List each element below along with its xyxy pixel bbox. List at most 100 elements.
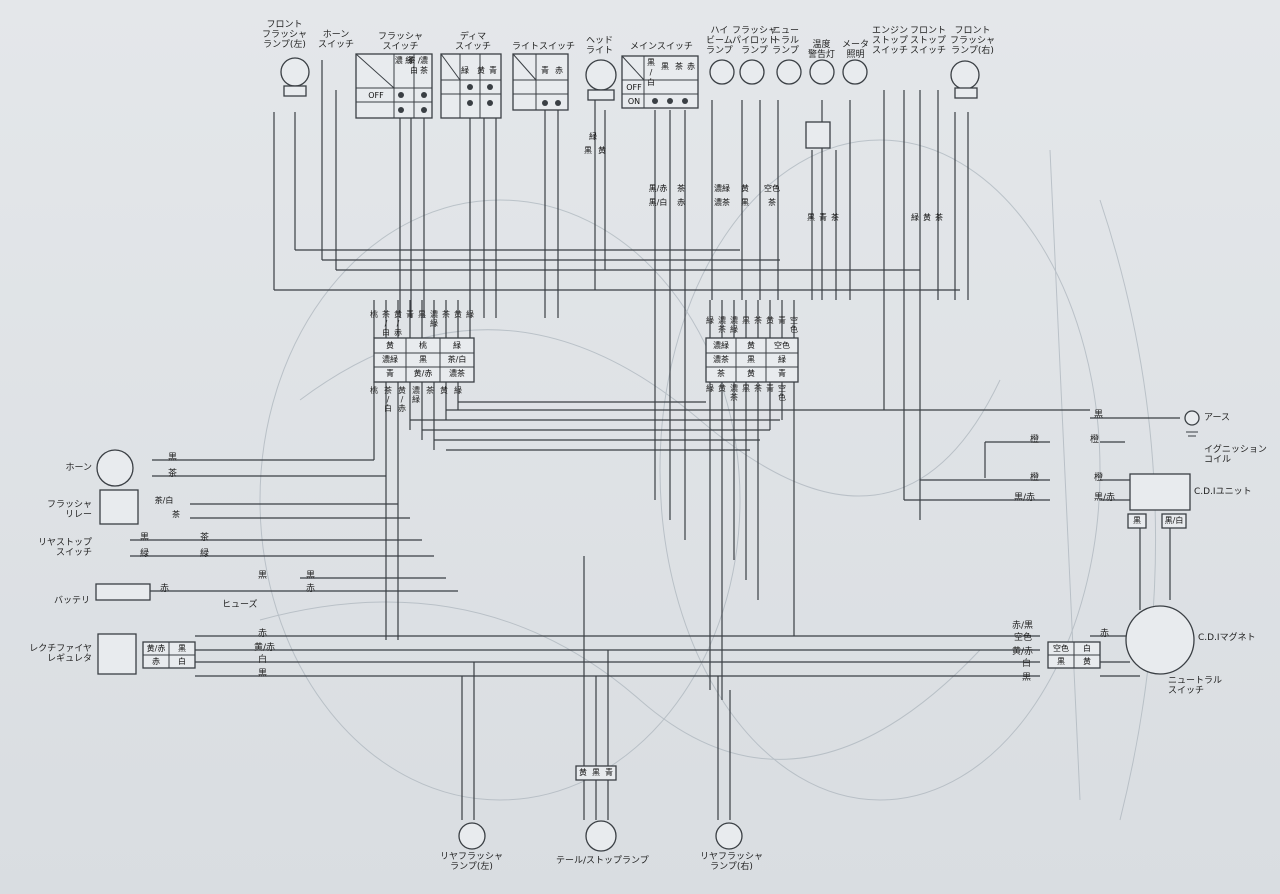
dimmer-c2: 黄 xyxy=(477,66,485,75)
wire-r-1: 赤 xyxy=(258,629,268,639)
label-front-flasher-right: フロント フラッシャ ランプ(右) xyxy=(950,26,996,56)
head-a: 緑 xyxy=(589,132,597,141)
label-cdi-unit: C.D.Iユニット xyxy=(1194,487,1252,497)
label-front-stop: フロント ストップ スイッチ xyxy=(910,26,947,56)
cr-top-wire-7: 空 色 xyxy=(790,316,798,334)
relay-cell-1: 茶/白 xyxy=(154,496,174,505)
flasher-switch-c1: 濃 緑 xyxy=(394,56,414,65)
light-c1: 青 xyxy=(541,66,549,75)
label-neutral-lamp: ニュー トラル ランプ xyxy=(772,26,800,56)
mid1-c: 黒/白 xyxy=(648,198,668,207)
wire-cdi-3: 黒/赤 xyxy=(1014,493,1036,503)
wire-mag-2: 赤 xyxy=(1100,629,1110,639)
cl-top-wire-6: 茶 xyxy=(442,310,450,319)
cl-cell-r0c0: 黄 xyxy=(386,341,394,350)
wire-earth: 黒 xyxy=(1094,410,1104,420)
label-meter-light: メータ 照明 xyxy=(842,40,870,60)
cr-cell-r0c1: 黄 xyxy=(747,341,755,350)
cr-top-wire-2: 濃 緑 xyxy=(730,316,738,334)
cl-top-wire-8: 緑 xyxy=(466,310,474,319)
wire-mag-6: 黒 xyxy=(1022,673,1032,683)
wire-bat-1: 赤 xyxy=(160,584,170,594)
cr-cell-r0c2: 空色 xyxy=(774,341,790,350)
cl-cell-r2c2: 濃茶 xyxy=(449,369,465,378)
label-rear-stop-switch: リヤストップ スイッチ xyxy=(37,538,92,558)
cr-cell-r0c0: 濃緑 xyxy=(713,341,729,350)
head-b: 黒 xyxy=(584,146,592,155)
wire-bat-2: 黒 xyxy=(258,571,268,581)
cl-top-wire-5: 濃 緑 xyxy=(430,310,438,328)
mid3-b: 青 xyxy=(819,213,827,222)
label-fuse: ヒューズ xyxy=(222,600,258,610)
wire-ig-2: 橙 xyxy=(1090,435,1100,445)
light-c2: 赤 xyxy=(555,66,563,75)
label-flasher-relay: フラッシャ リレー xyxy=(46,500,92,520)
wire-mag-5: 白 xyxy=(1022,659,1032,669)
wire-bat-4: 赤 xyxy=(306,584,316,594)
label-main-switch: メインスイッチ xyxy=(630,42,693,52)
battery-box xyxy=(95,583,151,601)
cdi-out-2: 黒/白 xyxy=(1164,516,1184,525)
horn-shape xyxy=(96,449,134,487)
cl-bot-wire-0: 桃 xyxy=(370,386,378,395)
head-c: 黄 xyxy=(598,146,606,155)
connector-right xyxy=(705,337,799,383)
cl-top-wire-3: 青 xyxy=(406,310,414,319)
tail-b: 黒 xyxy=(592,768,600,777)
cdi-unit-box xyxy=(1129,473,1191,511)
cr-top-wire-6: 青 xyxy=(778,316,786,325)
label-rear-flasher-right: リヤフラッシャ ランプ(右) xyxy=(700,852,764,872)
main-c4: 赤 xyxy=(687,62,695,71)
label-cdi-magneto: C.D.Iマグネト xyxy=(1198,633,1256,643)
label-flasher-switch: フラッシャ スイッチ xyxy=(378,32,424,52)
connector-left xyxy=(373,337,475,383)
flasher-switch-off: OFF xyxy=(368,91,384,100)
wire-cdi-2: 橙 xyxy=(1094,473,1104,483)
tail-a: 黄 xyxy=(579,768,587,777)
mid2-e: 黒 xyxy=(741,198,749,207)
mag-cell-1: 空色 xyxy=(1053,644,1069,653)
cl-cell-r2c1: 黄/赤 xyxy=(413,369,433,378)
cl-bot-wire-4: 茶 xyxy=(426,386,434,395)
label-engine-stop: エンジン ストップ スイッチ xyxy=(872,26,909,56)
cl-top-wire-1: 茶 / 白 xyxy=(382,310,390,337)
cdi-out-1: 黒 xyxy=(1133,516,1141,525)
label-ignition-coil: イグニッション コイル xyxy=(1204,445,1267,465)
cr-top-wire-5: 黄 xyxy=(766,316,774,325)
cl-cell-r1c0: 濃緑 xyxy=(382,355,398,364)
cr-top-wire-4: 茶 xyxy=(754,316,762,325)
cr-cell-r1c1: 黒 xyxy=(747,355,755,364)
main-on: ON xyxy=(627,97,641,106)
mag-cell-3: 黒 xyxy=(1057,657,1065,666)
rectifier-box xyxy=(97,633,137,675)
headlight-bulb xyxy=(585,59,617,91)
wire-r-2: 黄/赤 xyxy=(254,643,276,653)
cl-cell-r1c1: 黒 xyxy=(419,355,427,364)
mid1-b: 茶 xyxy=(677,184,685,193)
cr-top-wire-1: 濃 茶 xyxy=(718,316,726,334)
wire-horn-2: 茶 xyxy=(168,469,178,479)
cl-bot-wire-1: 茶 / 白 xyxy=(384,386,392,413)
cr-bot-wire-3: 黒 xyxy=(742,384,750,393)
rect-cell-1: 黄/赤 xyxy=(146,644,166,653)
wire-mag-1: 赤/黒 xyxy=(1012,621,1034,631)
cr-cell-r1c0: 濃茶 xyxy=(713,355,729,364)
mid4-b: 黄 xyxy=(923,213,931,222)
cl-top-wire-4: 黒 xyxy=(418,310,426,319)
mid2-d: 濃茶 xyxy=(714,198,730,207)
wire-ig-1: 橙 xyxy=(1030,435,1040,445)
cl-bot-wire-2: 黄 / 赤 xyxy=(398,386,406,413)
label-earth: アース xyxy=(1204,413,1231,423)
cr-bot-wire-4: 茶 xyxy=(754,384,762,393)
rect-cell-2: 黒 xyxy=(178,644,186,653)
cr-bot-wire-2: 濃 茶 xyxy=(730,384,738,402)
cr-bot-wire-1: 黄 xyxy=(718,384,726,393)
wire-rs-1: 黒 xyxy=(140,533,150,543)
mid2-b: 黄 xyxy=(741,184,749,193)
mid1-d: 赤 xyxy=(677,198,685,207)
front-flasher-left-bulb xyxy=(280,57,310,87)
wire-mag-4: 黄/赤 xyxy=(1012,647,1034,657)
cl-cell-r2c0: 青 xyxy=(386,369,394,378)
